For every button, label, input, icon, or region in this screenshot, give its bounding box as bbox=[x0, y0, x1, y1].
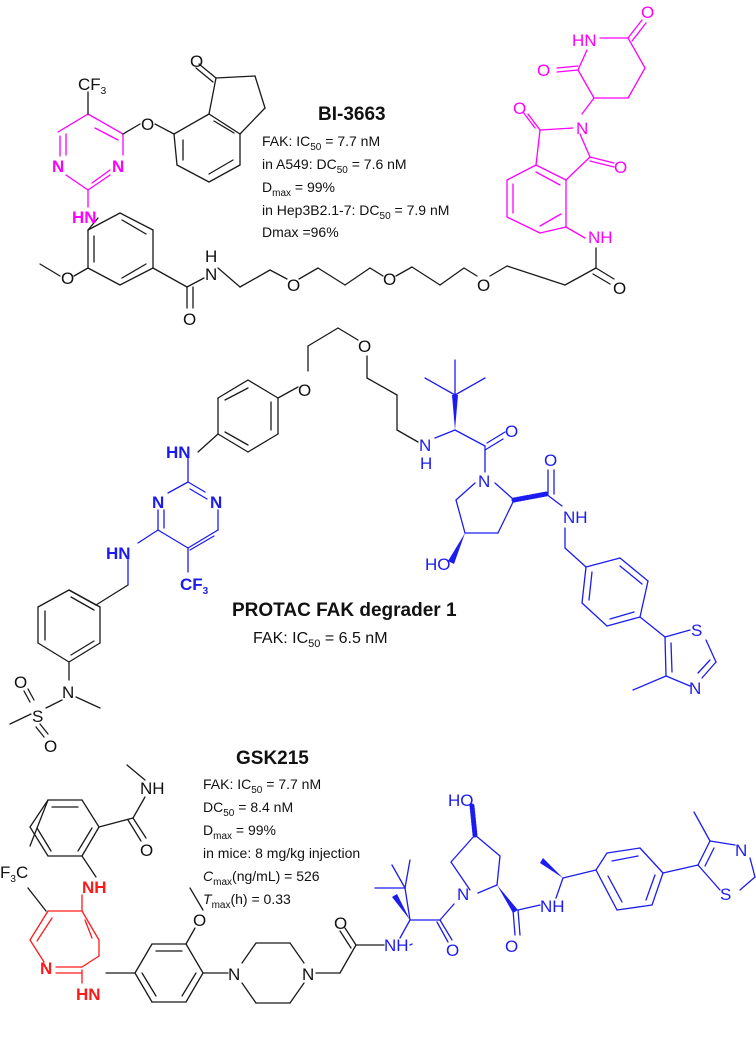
atom-h: H bbox=[420, 454, 432, 473]
atom-n: N bbox=[419, 436, 431, 455]
svg-text:Dmax = 99%: Dmax = 99% bbox=[262, 179, 335, 199]
atom-o: O bbox=[613, 279, 626, 298]
atom-nh: NH bbox=[384, 936, 409, 955]
atom-o: O bbox=[14, 673, 27, 692]
protac-fak-degrader-1-properties: FAK: IC50 = 6.5 nM bbox=[253, 630, 388, 650]
compound-bi-3663: CF3 O O N N HN O H N O O O O O NH N O O … bbox=[39, 3, 654, 329]
svg-text:F3C: F3C bbox=[0, 863, 28, 885]
atom-o: O bbox=[140, 841, 153, 860]
atom-h: H bbox=[205, 247, 217, 266]
svg-text:CF3: CF3 bbox=[180, 575, 209, 597]
atom-hn: HN bbox=[106, 544, 131, 563]
atom-hn: HN bbox=[72, 208, 97, 227]
atom-o: O bbox=[641, 3, 654, 22]
stereo-wedge bbox=[392, 894, 410, 920]
svg-text:FAK: IC50 = 6.5 nM: FAK: IC50 = 6.5 nM bbox=[253, 630, 388, 650]
atom-o: O bbox=[287, 276, 300, 295]
atom-n: N bbox=[228, 965, 240, 984]
atom-o: O bbox=[193, 911, 206, 930]
atom-o: O bbox=[190, 52, 203, 71]
atom-nh: NH bbox=[563, 508, 588, 527]
atom-o: O bbox=[334, 914, 347, 933]
atom-nh: NH bbox=[82, 878, 107, 897]
atom-hn: HN bbox=[572, 31, 597, 50]
atom-s: S bbox=[691, 621, 702, 640]
atom-n: N bbox=[210, 493, 222, 512]
stereo-wedge bbox=[497, 885, 518, 913]
atom-s: S bbox=[32, 707, 43, 726]
compound-name-bi-3663: BI-3663 bbox=[318, 104, 386, 125]
atom-nh: NH bbox=[588, 228, 613, 247]
svg-text:in mice: 8 mg/kg injection: in mice: 8 mg/kg injection bbox=[203, 845, 360, 861]
atom-ho: HO bbox=[448, 791, 474, 810]
atom-n: N bbox=[62, 683, 74, 702]
atom-nh: NH bbox=[540, 897, 565, 916]
compound-protac-fak-degrader-1: O O HN N N HN CF3 N H O N O NH HO S N O … bbox=[9, 327, 717, 756]
svg-text:in A549: DC50 = 7.6 nM: in A549: DC50 = 7.6 nM bbox=[262, 156, 407, 176]
atom-o: O bbox=[61, 269, 74, 288]
atom-o: O bbox=[513, 99, 526, 118]
atom-n: N bbox=[576, 119, 588, 138]
atom-n: N bbox=[735, 841, 747, 860]
atom-o: O bbox=[614, 158, 627, 177]
svg-text:Dmax =96%: Dmax =96% bbox=[262, 224, 339, 240]
atom-cf3: CF bbox=[78, 75, 101, 94]
atom-o: O bbox=[505, 937, 518, 956]
atom-n: N bbox=[40, 959, 52, 978]
atom-hn: HN bbox=[166, 443, 191, 462]
atom-n: N bbox=[457, 885, 469, 904]
gsk215-properties: FAK: IC50 = 7.7 nM DC50 = 8.4 nM Dmax = … bbox=[203, 776, 360, 911]
atom-n: N bbox=[205, 265, 217, 284]
stereo-wedge bbox=[448, 533, 465, 564]
svg-text:DC50 = 8.4 nM: DC50 = 8.4 nM bbox=[203, 799, 293, 819]
atom-n: N bbox=[478, 472, 490, 491]
atom-o: O bbox=[505, 422, 518, 441]
atom-o: O bbox=[358, 337, 371, 356]
atom-o: O bbox=[298, 381, 311, 400]
atom-nh: NH bbox=[140, 779, 165, 798]
atom-ho: HO bbox=[425, 555, 451, 574]
atom-n: N bbox=[52, 157, 64, 176]
svg-text:Tmax(h) = 0.33: Tmax(h) = 0.33 bbox=[203, 891, 291, 911]
atom-o: O bbox=[477, 276, 490, 295]
svg-text:Dmax = 99%: Dmax = 99% bbox=[203, 822, 276, 842]
atom-o: O bbox=[446, 941, 459, 960]
atom-o: O bbox=[183, 310, 196, 329]
compound-name-protac-fak-degrader-1: PROTAC FAK degrader 1 bbox=[232, 600, 457, 621]
svg-text:CF3: CF3 bbox=[78, 75, 107, 97]
atom-n: N bbox=[689, 679, 701, 698]
atom-o: O bbox=[141, 115, 154, 134]
atom-n: N bbox=[112, 157, 124, 176]
svg-text:FAK: IC50 = 7.7 nM: FAK: IC50 = 7.7 nM bbox=[262, 133, 380, 153]
atom-n: N bbox=[302, 965, 314, 984]
compound-name-gsk215: GSK215 bbox=[236, 748, 309, 769]
stereo-wedge bbox=[540, 858, 563, 878]
svg-text:in Hep3B2.1-7: DC50 = 7.9 nM: in Hep3B2.1-7: DC50 = 7.9 nM bbox=[262, 202, 449, 222]
svg-text:FAK: IC50 = 7.7 nM: FAK: IC50 = 7.7 nM bbox=[203, 776, 321, 796]
atom-o: O bbox=[383, 270, 396, 289]
atom-hn: HN bbox=[76, 985, 101, 1004]
atom-s: S bbox=[720, 885, 731, 904]
compound-gsk215: NH O F3C NH N HN O N N O NH O N HO O NH … bbox=[0, 748, 756, 1004]
bi-3663-properties: FAK: IC50 = 7.7 nM in A549: DC50 = 7.6 n… bbox=[262, 133, 449, 240]
atom-o: O bbox=[537, 61, 550, 80]
atom-o: O bbox=[544, 451, 557, 470]
atom-cf3: CF bbox=[180, 575, 203, 594]
stereo-wedge bbox=[452, 395, 458, 430]
atom-o: O bbox=[44, 737, 57, 756]
atom-n: N bbox=[152, 493, 164, 512]
atom-f3c: F bbox=[0, 863, 10, 882]
svg-text:Cmax(ng/mL) = 526: Cmax(ng/mL) = 526 bbox=[203, 868, 320, 888]
